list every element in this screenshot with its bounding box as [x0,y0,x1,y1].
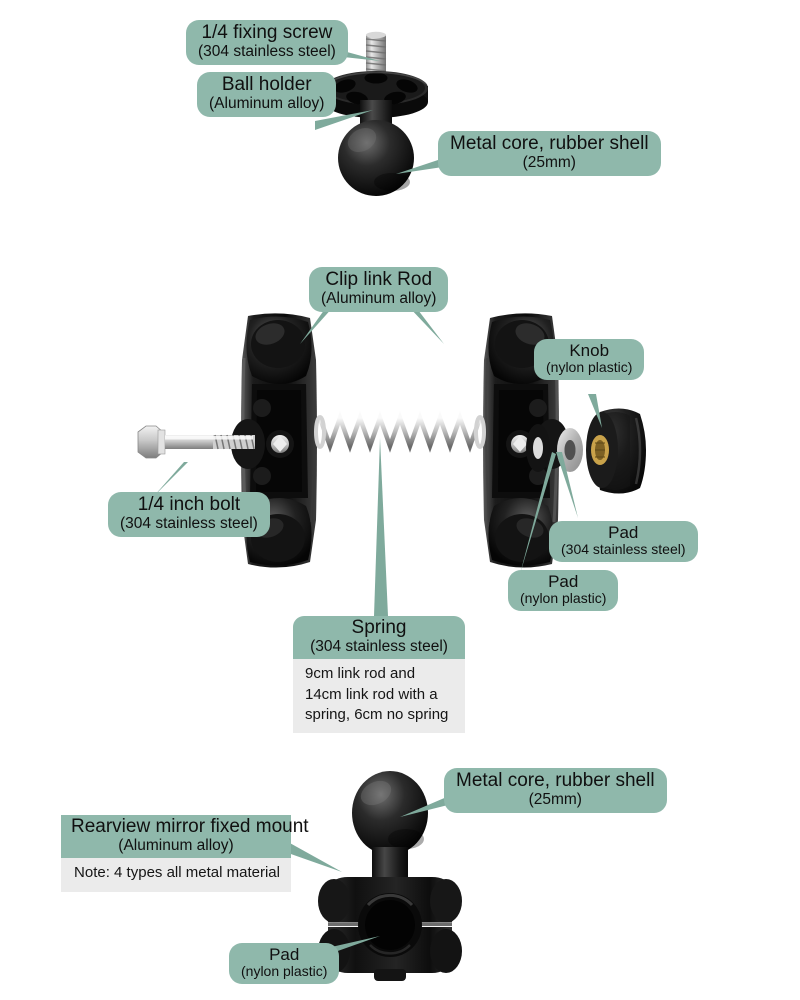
callout-subtitle: (25mm) [522,153,576,171]
callout-pad-nylon-bottom[interactable]: Pad (nylon plastic) [229,943,340,985]
pad-nylon-art [526,424,550,472]
callout-title: Clip link Rod [325,269,433,290]
leader-knob [586,394,608,430]
callout-subtitle: (nylon plastic) [546,359,633,376]
callout-title: Pad [269,945,300,964]
callout-title: 1/4 fixing screw [201,22,333,43]
split-clamp-art [318,877,462,981]
spring-art [314,411,486,453]
callout-mirror-mount-note: Note: 4 types all metal material [61,858,291,892]
callout-spring-note: 9cm link rod and 14cm link rod with a sp… [293,659,465,733]
callout-subtitle: (nylon plastic) [241,963,328,980]
callout-mirror-mount[interactable]: Rearview mirror fixed mount (Aluminum al… [61,815,309,892]
callout-title: Spring [351,617,407,638]
callout-subtitle: (304 stainless steel) [120,514,258,532]
callout-fixing-screw[interactable]: 1/4 fixing screw (304 stainless steel) [186,20,348,66]
callout-subtitle: (304 stainless steel) [561,541,686,558]
callout-bolt[interactable]: 1/4 inch bolt (304 stainless steel) [108,492,270,538]
callout-pad-nylon-middle[interactable]: Pad (nylon plastic) [508,570,619,612]
callout-title: Pad [608,523,639,542]
leader-pad-nylon [516,452,556,578]
callout-subtitle: (nylon plastic) [520,590,607,607]
callout-spring[interactable]: Spring (304 stainless steel) 9cm link ro… [293,616,465,733]
callout-title: Ball holder [221,74,312,95]
callout-pad-steel[interactable]: Pad (304 stainless steel) [549,521,698,563]
leader-mirror-mount [288,842,346,876]
quarter-inch-bolt-art [137,425,255,459]
leader-clip-link-rod-right [404,306,448,346]
fixing-screw-art [365,31,387,72]
callout-ball-bottom[interactable]: Metal core, rubber shell (25mm) [444,768,667,814]
callout-title: Metal core, rubber shell [450,133,649,154]
callout-subtitle: (Aluminum alloy) [118,836,234,854]
leader-ball-holder [315,110,377,136]
callout-subtitle: (Aluminum alloy) [321,289,437,307]
callout-subtitle: (304 stainless steel) [198,42,336,60]
callout-knob[interactable]: Knob (nylon plastic) [534,339,645,381]
leader-pad-steel [556,452,582,522]
callout-title: Knob [569,341,610,360]
leader-spring [368,438,394,620]
knob-art [586,408,646,494]
callout-clip-link-rod[interactable]: Clip link Rod (Aluminum alloy) [309,267,449,313]
callout-title: Metal core, rubber shell [456,770,655,791]
rubber-ball-bottom-art [352,771,428,855]
callout-title: 1/4 inch bolt [137,494,241,515]
callout-mirror-mount-header: Rearview mirror fixed mount (Aluminum al… [61,815,309,859]
callout-title: Rearview mirror fixed mount [71,816,309,837]
callout-subtitle: (304 stainless steel) [310,637,448,655]
ball-head-assembly-art [300,30,460,200]
rubber-ball-art [338,120,414,196]
leader-ball-bottom [398,793,456,821]
callout-title: Pad [548,572,579,591]
callout-subtitle: (Aluminum alloy) [209,94,325,112]
callout-subtitle: (25mm) [528,790,582,808]
callout-ball-top[interactable]: Metal core, rubber shell (25mm) [438,131,661,177]
callout-spring-header: Spring (304 stainless steel) [293,616,465,660]
leader-bolt [150,462,192,500]
callout-ball-holder[interactable]: Ball holder (Aluminum alloy) [197,72,337,118]
leader-clip-link-rod-left [300,306,338,346]
